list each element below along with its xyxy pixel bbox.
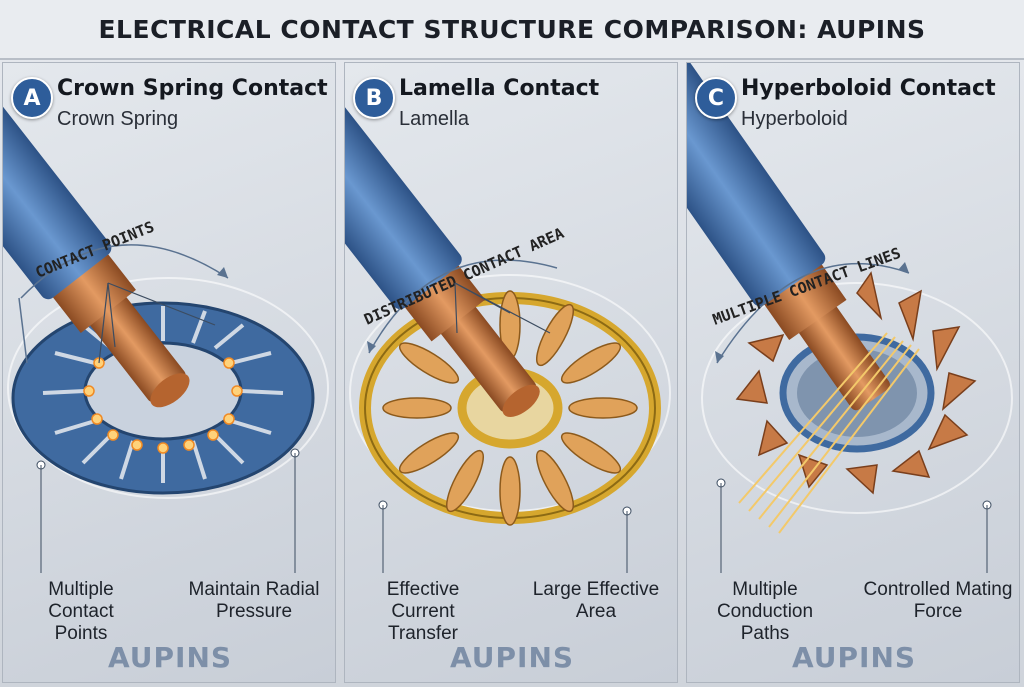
lamella-ring (359, 290, 661, 526)
label-right: Large Effective Area (532, 579, 660, 622)
panel-title: Crown Spring Contact (57, 76, 328, 101)
panel-crown-spring: CONTACT POINTS A Crown Spring Contact Cr… (2, 62, 336, 683)
panel-letter-badge: C (695, 77, 737, 119)
panel-title: Hyperboloid Contact (741, 76, 996, 101)
panel-lamella: DISTRIBUTED CONTACT AREA B Lamella Conta… (344, 62, 678, 683)
panel-subtitle: Lamella (399, 108, 470, 130)
panel-subtitle: Hyperboloid (741, 108, 848, 130)
label-left: Effective Current Transfer (386, 579, 460, 644)
label-left: Multiple Contact Points (48, 579, 114, 644)
copper-pin (345, 63, 540, 417)
brand-watermark: AUPINS (449, 641, 575, 674)
label-right: Maintain Radial Pressure (188, 579, 320, 622)
panel-subtitle: Crown Spring (57, 108, 179, 130)
lamella-illustration: DISTRIBUTED CONTACT AREA (345, 63, 671, 573)
label-right: Controlled Mating Force (863, 579, 1013, 622)
panel-letter-badge: B (353, 77, 395, 119)
crown-spring-illustration: CONTACT POINTS (3, 63, 329, 573)
brand-watermark: AUPINS (791, 641, 917, 674)
copper-pin (3, 63, 190, 408)
panel-letter-badge: A (11, 77, 53, 119)
brand-watermark: AUPINS (107, 641, 233, 674)
label-left: Multiple Conduction Paths (716, 579, 814, 644)
copper-pin (687, 63, 890, 411)
hyperboloid-illustration: MULTIPLE CONTACT LINES (687, 63, 1013, 573)
panel-hyperboloid: MULTIPLE CONTACT LINES C Hyperboloid Con… (686, 62, 1020, 683)
panel-title: Lamella Contact (399, 76, 600, 101)
page-title: ELECTRICAL CONTACT STRUCTURE COMPARISON:… (0, 0, 1024, 60)
